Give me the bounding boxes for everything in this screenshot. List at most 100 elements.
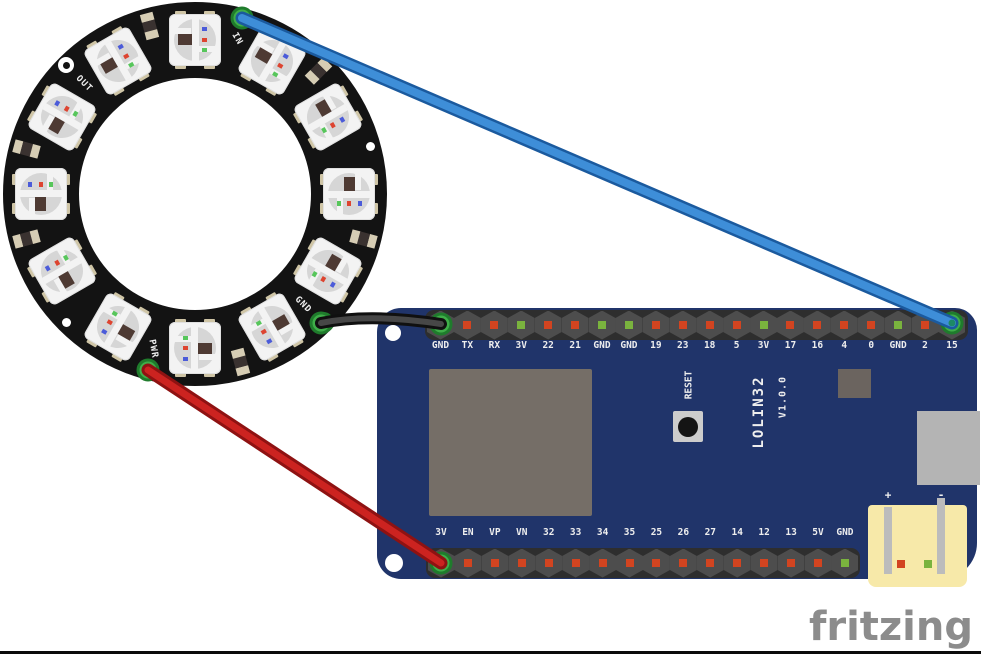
pin-indicator <box>894 321 903 329</box>
pin-indicator <box>786 321 795 329</box>
top-pin-label-17: GND <box>889 340 907 351</box>
pin-indicator <box>840 559 849 567</box>
bottom-pin-label-0: 3V <box>435 527 447 538</box>
bottom-pin-label-4: 32 <box>542 527 555 538</box>
top-pin-16-14[interactable] <box>803 310 831 340</box>
pin-indicator <box>598 321 607 329</box>
bottom-pin-label-9: 26 <box>677 527 690 538</box>
top-pin-gnd-7[interactable] <box>615 310 643 340</box>
top-pin-label-15: 4 <box>841 340 848 351</box>
led-chip <box>178 34 192 45</box>
bottom-pin-vn-3[interactable] <box>508 548 536 578</box>
reset-button[interactable] <box>673 411 703 442</box>
bottom-pin-label-12: 12 <box>758 527 770 538</box>
battery-minus-label: - <box>937 488 945 502</box>
top-pin-5-11[interactable] <box>723 310 751 340</box>
top-pin-tx-1[interactable] <box>453 310 481 340</box>
top-pin-gnd-17[interactable] <box>884 310 912 340</box>
top-pin-19-8[interactable] <box>642 310 670 340</box>
top-pin-22-4[interactable] <box>534 310 562 340</box>
pin-indicator <box>651 321 660 329</box>
top-pin-3v-12[interactable] <box>750 310 778 340</box>
flash-chip <box>838 369 871 398</box>
top-pin-label-6: GND <box>593 340 611 351</box>
ring-led-0 <box>169 11 221 69</box>
top-pin-17-13[interactable] <box>776 310 804 340</box>
top-pin-label-2: RX <box>488 340 501 351</box>
pin-indicator <box>760 559 769 567</box>
top-pin-4-15[interactable] <box>830 310 858 340</box>
top-pin-23-9[interactable] <box>669 310 697 340</box>
top-pin-label-12: 3V <box>757 340 770 351</box>
pin-indicator <box>814 559 823 567</box>
top-pin-3v-3[interactable] <box>507 310 535 340</box>
bottom-pin-label-11: 14 <box>731 527 743 538</box>
battery-pin-plus <box>884 507 892 574</box>
pin-indicator <box>787 559 796 567</box>
pin-indicator <box>598 559 607 567</box>
top-pin-label-13: 17 <box>784 340 797 351</box>
mounting-hole-bottom-left <box>385 554 403 572</box>
bottom-pin-label-13: 13 <box>785 527 797 538</box>
top-pin-21-5[interactable] <box>561 310 589 340</box>
bottom-pin-14-11[interactable] <box>723 548 751 578</box>
top-pin-rx-2[interactable] <box>480 310 508 340</box>
pin-indicator <box>867 321 876 329</box>
top-pin-label-5: 21 <box>569 340 581 351</box>
led-hbarL <box>173 28 191 34</box>
bottom-pin-gnd-15[interactable] <box>831 548 859 578</box>
top-pin-gnd-6[interactable] <box>588 310 616 340</box>
pin-indicator <box>813 321 822 329</box>
top-pin-label-7: GND <box>620 340 638 351</box>
pin-indicator <box>463 559 472 567</box>
pin-indicator <box>759 321 768 329</box>
pin-indicator <box>732 321 741 329</box>
top-pin-label-18: 2 <box>922 340 928 351</box>
pin-indicator <box>733 559 742 567</box>
bottom-pin-34-6[interactable] <box>589 548 617 578</box>
bottom-pin-25-8[interactable] <box>642 548 670 578</box>
pin-indicator <box>517 559 526 567</box>
top-pin-18-10[interactable] <box>696 310 724 340</box>
reset-button-cap <box>678 416 698 437</box>
bottom-pin-label-1: EN <box>462 527 474 538</box>
bottom-pin-32-4[interactable] <box>535 548 563 578</box>
bottom-pin-35-7[interactable] <box>616 548 643 578</box>
bottom-pin-label-7: 35 <box>623 527 636 538</box>
bottom-pin-12-12[interactable] <box>750 548 778 578</box>
led-vbar <box>191 19 199 61</box>
pin-indicator <box>571 321 580 329</box>
ring-hole-center <box>62 61 70 69</box>
ring-mounting-hole <box>58 57 75 74</box>
bottom-pin-label-10: 27 <box>704 527 717 538</box>
pin-indicator <box>490 559 499 567</box>
bottom-pin-label-5: 33 <box>569 527 582 538</box>
bottom-pin-5v-14[interactable] <box>804 548 832 578</box>
top-pin-label-14: 16 <box>811 340 824 351</box>
pin-indicator <box>840 321 849 329</box>
pin-indicator <box>706 559 715 567</box>
mounting-hole-top-left <box>385 325 401 341</box>
bottom-pin-vp-2[interactable] <box>481 548 509 578</box>
pin-15-hole <box>948 319 956 327</box>
battery-indicator-minus <box>924 560 932 568</box>
top-pin-label-0: GND <box>431 340 450 351</box>
page-bottom-border <box>0 651 981 654</box>
top-pin-label-16: 0 <box>868 340 875 351</box>
battery-pin-minus <box>937 498 945 574</box>
bottom-pin-33-5[interactable] <box>562 548 590 578</box>
bottom-pin-27-10[interactable] <box>696 548 724 578</box>
bottom-pin-en-1[interactable] <box>454 548 482 578</box>
top-pin-label-3: 3V <box>515 340 527 351</box>
wire-connector-pads[interactable] <box>136 6 964 575</box>
bottom-pin-26-9[interactable] <box>669 548 697 578</box>
battery-indicator-plus <box>897 560 905 568</box>
top-pin-label-10: 18 <box>703 340 716 351</box>
bottom-pin-13-13[interactable] <box>777 548 805 578</box>
data-wire-blue[interactable] <box>235 11 959 330</box>
ground-wire-black[interactable] <box>315 312 447 330</box>
top-pin-0-16[interactable] <box>857 310 885 340</box>
power-wire-red[interactable] <box>141 363 448 570</box>
bottom-pin-label-14: 5V <box>812 527 824 538</box>
